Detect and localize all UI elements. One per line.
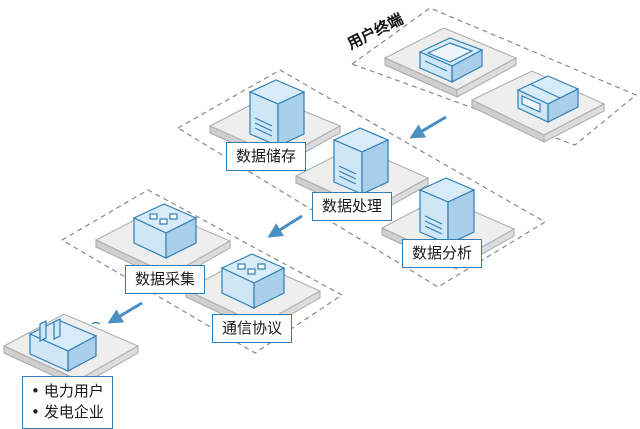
flow-arrow	[267, 214, 303, 238]
flow-arrow	[409, 115, 447, 139]
analysis-label: 数据分析	[402, 239, 483, 268]
sources-label: 电力用户 发电企业	[22, 376, 113, 429]
data-center-group	[176, 69, 547, 288]
server-icon	[248, 79, 306, 147]
flow-arrow	[107, 301, 143, 324]
platforms	[2, 27, 606, 388]
building-icon	[132, 203, 198, 259]
collection-label: 数据采集	[125, 265, 206, 294]
processing-label: 数据处理	[312, 192, 393, 221]
monitor-device-icon	[418, 37, 484, 83]
source-item: 电力用户	[31, 381, 104, 402]
server-icon	[418, 177, 476, 245]
factory-icon	[28, 318, 101, 373]
field-layer-group	[60, 189, 344, 354]
building-icon	[220, 253, 286, 309]
storage-label: 数据储存	[226, 142, 307, 171]
protocol-label: 通信协议	[212, 314, 293, 343]
source-item: 发电企业	[31, 402, 104, 423]
printer-device-icon	[516, 75, 580, 123]
server-icon	[332, 127, 390, 195]
